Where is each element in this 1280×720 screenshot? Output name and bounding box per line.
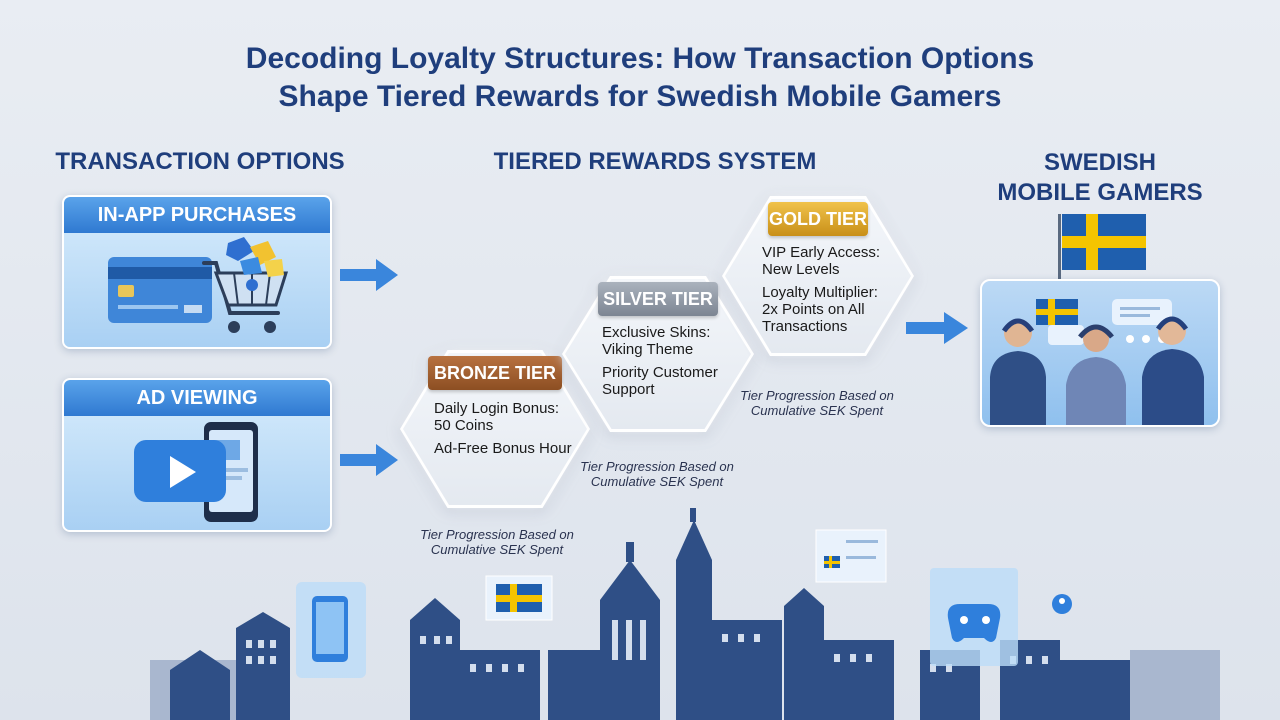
progression-note: Tier Progression Based on Cumulative SEK… [722, 388, 912, 418]
progression-note-text: Tier Progression Based on Cumulative SEK… [420, 527, 574, 557]
gold-benefit: Loyalty Multiplier: 2x Points on All Tra… [762, 284, 878, 335]
silver-tier-benefits: Exclusive Skins: Viking Theme Priority C… [602, 324, 732, 404]
page-title: Decoding Loyalty Structures: How Transac… [0, 40, 1280, 116]
bronze-tier-badge: BRONZE TIER [428, 356, 562, 390]
bronze-benefit: Daily Login Bonus: 50 Coins [434, 400, 560, 434]
transaction-options-heading: TRANSACTION OPTIONS [55, 148, 345, 175]
ad-viewing-label: AD VIEWING [64, 380, 330, 416]
bronze-benefit: Ad-Free Bonus Hour [434, 440, 572, 457]
gamers-group-icon [990, 299, 1204, 425]
arrow-right-icon [340, 259, 398, 291]
gold-benefit: VIP Early Access: New Levels [762, 244, 881, 278]
credit-card-and-shopping-cart-icon [108, 237, 289, 333]
arrow-right-icon [906, 312, 968, 344]
swedish-gamers-heading: SWEDISH MOBILE GAMERS [970, 148, 1230, 208]
in-app-purchases-label: IN-APP PURCHASES [64, 197, 330, 233]
progression-note-text: Tier Progression Based on Cumulative SEK… [740, 388, 894, 418]
tiered-rewards-heading: TIERED REWARDS SYSTEM [493, 148, 817, 175]
silver-benefit: Exclusive Skins: Viking Theme [602, 324, 711, 358]
in-app-purchases-card: IN-APP PURCHASES [62, 195, 332, 349]
bronze-tier-benefits: Daily Login Bonus: 50 Coins Ad-Free Bonu… [434, 400, 574, 463]
swedish-flag-icon [1058, 214, 1146, 288]
title-line-2: Shape Tiered Rewards for Swedish Mobile … [278, 80, 1002, 113]
video-play-and-smartphone-icon [134, 422, 258, 522]
title-line-1: Decoding Loyalty Structures: How Transac… [245, 42, 1035, 75]
gold-tier-badge: GOLD TIER [768, 202, 868, 236]
bronze-tier-card: BRONZE TIER Daily Login Bonus: 50 Coins … [400, 350, 590, 508]
gold-tier-card: GOLD TIER VIP Early Access: New Levels L… [722, 196, 914, 356]
in-app-purchases-illustration [64, 233, 330, 347]
swedish-gamers-heading-line-2: MOBILE GAMERS [997, 179, 1203, 206]
swedish-gamers-heading-line-1: SWEDISH [1043, 149, 1156, 176]
silver-tier-card: SILVER TIER Exclusive Skins: Viking Them… [562, 276, 754, 432]
silver-benefit: Priority Customer Support [602, 364, 718, 398]
progression-note: Tier Progression Based on Cumulative SEK… [402, 527, 592, 557]
progression-note-text: Tier Progression Based on Cumulative SEK… [580, 459, 734, 489]
silver-tier-badge: SILVER TIER [598, 282, 718, 316]
swedish-gamers-illustration [980, 279, 1220, 427]
stockholm-skyline-illustration [150, 508, 1220, 720]
arrow-right-icon [340, 444, 398, 476]
ad-viewing-card: AD VIEWING [62, 378, 332, 532]
ad-viewing-illustration [64, 416, 330, 530]
gold-tier-benefits: VIP Early Access: New Levels Loyalty Mul… [762, 244, 890, 341]
progression-note: Tier Progression Based on Cumulative SEK… [562, 459, 752, 489]
